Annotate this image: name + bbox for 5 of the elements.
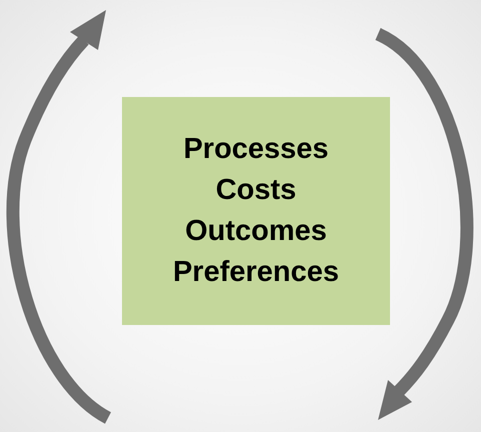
topic-label: Outcomes xyxy=(185,214,327,249)
topic-box xyxy=(122,97,390,325)
topic-label: Processes xyxy=(183,132,329,167)
topic-label: Preferences xyxy=(172,255,340,290)
topic-label: Costs xyxy=(216,173,296,208)
